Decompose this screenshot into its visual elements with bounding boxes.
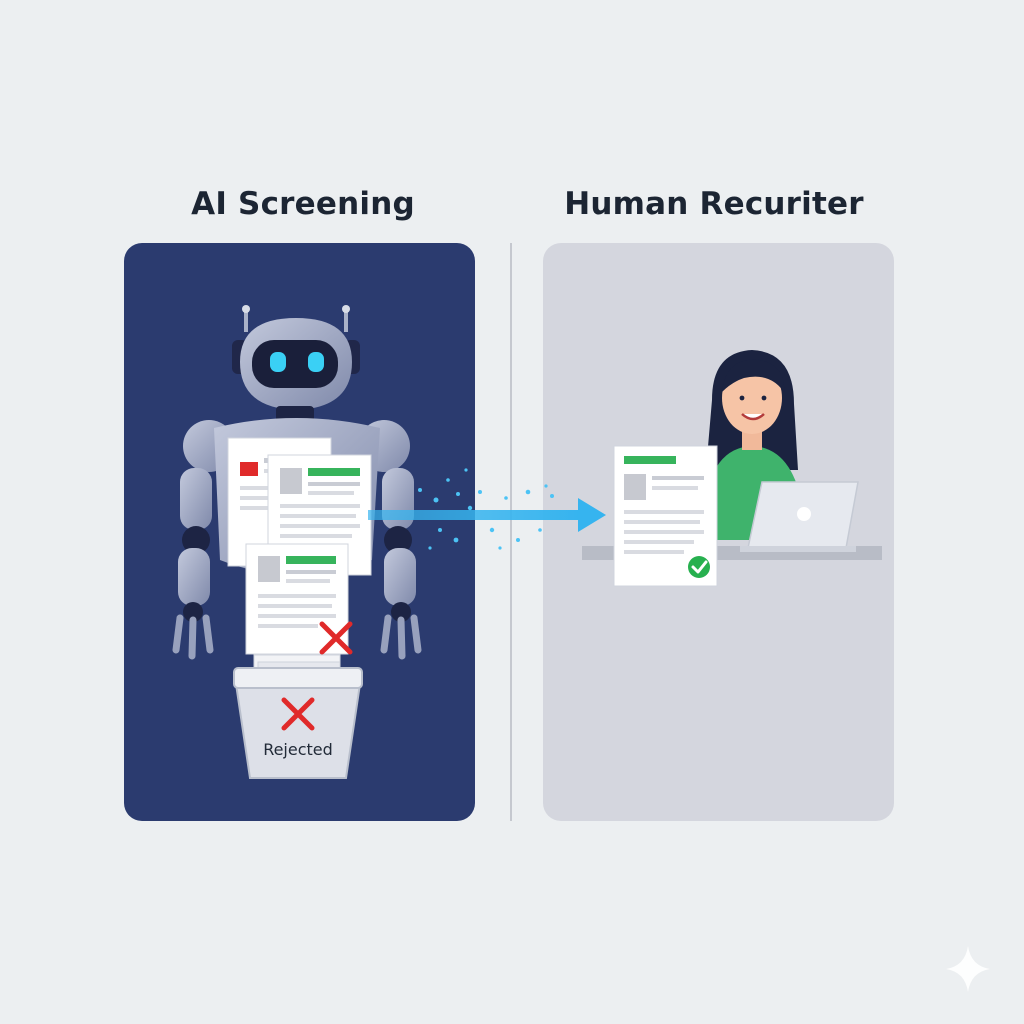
sparkle-icon <box>946 946 990 992</box>
reject-x-icon <box>319 621 353 655</box>
center-divider <box>510 243 512 821</box>
human-recruiter-heading: Human Recuriter <box>564 186 864 222</box>
rejected-label: Rejected <box>263 740 333 759</box>
data-particles <box>418 468 554 550</box>
laptop-icon <box>740 481 859 552</box>
reject-x-icon <box>281 697 315 731</box>
transfer-arrow <box>368 498 606 532</box>
resume-document-icon <box>245 543 349 655</box>
ai-screening-heading: AI Screening <box>191 186 415 222</box>
accept-check-icon <box>688 556 710 578</box>
rejected-bin: Rejected <box>233 654 363 779</box>
